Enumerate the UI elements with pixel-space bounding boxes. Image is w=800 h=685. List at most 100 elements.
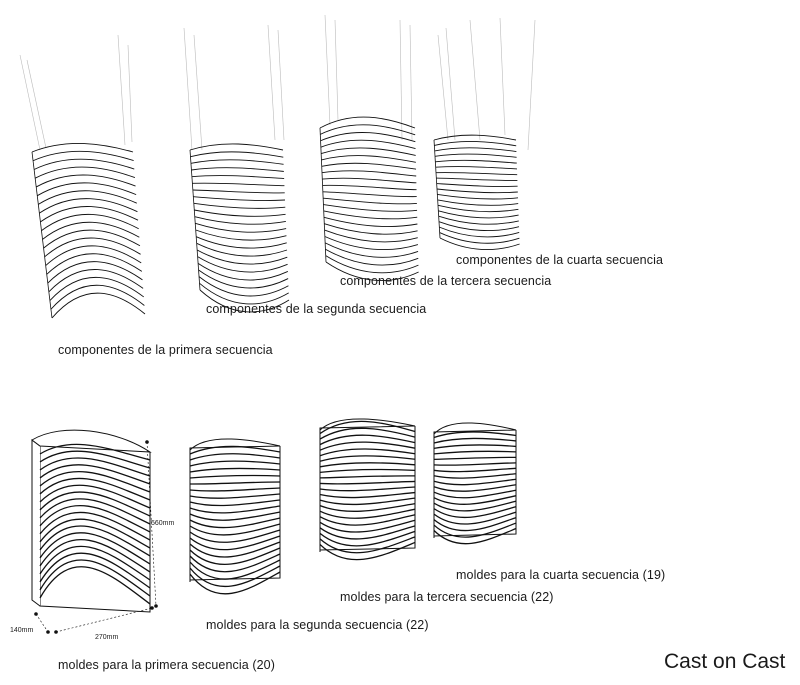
component-layer [323,197,417,205]
guide-line [437,34,449,141]
guide-line [193,34,203,151]
dimension-depth-line [35,613,49,633]
component-layer [438,221,520,232]
components-third-sequence [319,116,419,281]
component-layer [436,177,518,181]
component-layer [196,242,288,257]
component-layer [33,158,135,170]
component-layer [44,237,141,258]
guide-line [499,17,506,136]
mold-layer [319,491,416,499]
mold-side-face [31,439,41,607]
dimension-depth: 140mm [10,627,34,634]
mold-layer [433,462,517,466]
mold-layer [433,444,517,450]
guide-line [469,19,481,141]
project-title: Cast on Cast [664,650,786,673]
guide-line [183,27,193,151]
component-layer [437,204,519,213]
mold-layer [433,500,517,512]
component-layer [325,255,419,274]
component-layer [192,182,285,187]
mold-layer [319,525,416,540]
mold-layer [319,480,416,485]
mold-layer [189,460,281,467]
dimension-height: 560mm [151,520,175,527]
mold-layer [319,441,416,451]
component-layer [51,292,146,319]
component-layer [198,276,289,297]
mold-layer [433,495,517,505]
label-components-second: componentes de la segunda secuencia [206,302,427,316]
component-layer [322,177,417,184]
mold-layer [189,453,281,461]
mold-layer [39,471,151,493]
mold-layer [189,445,281,455]
component-layer [194,209,286,217]
mold-layer [319,427,416,440]
mold-layer [189,529,281,543]
mold-layer [189,541,281,558]
component-layer [322,191,417,198]
component-layer [198,269,289,289]
mold-layer [189,553,281,573]
component-layer [436,183,518,187]
mold-layer [433,506,517,519]
component-layer [191,167,284,172]
mold-layer [189,493,281,499]
mold-layer [39,450,151,469]
mold-layer [433,516,517,532]
mold-layer [189,487,281,492]
component-layer [321,170,417,177]
component-layer [190,151,284,158]
component-layer [439,232,520,244]
component-layer [319,116,416,129]
mold-layer [39,518,151,549]
components-group [31,116,520,319]
component-layer [437,199,519,206]
label-molds-third: moldes para la tercera secuencia (22) [340,590,554,604]
component-layer [438,210,519,219]
mold-layer [319,486,416,492]
mold-layer [39,566,151,605]
dimension-arrow [145,440,149,444]
component-layer [38,190,137,205]
component-layer [324,242,419,258]
mold-layer [433,522,517,538]
guide-line [334,19,339,121]
mold-layer [433,489,517,499]
component-layer [439,237,520,250]
mold-layer [433,484,517,492]
label-molds-second: moldes para la segunda secuencia (22) [206,618,429,632]
component-layer [189,143,284,151]
component-layer [323,210,418,220]
mold-layer [39,525,151,557]
component-layer [41,213,139,231]
component-layer [47,261,143,284]
guide-line [527,19,536,151]
mold-layer [433,467,517,473]
component-layer [43,229,141,249]
mold-layer [189,481,281,485]
component-layer [196,249,288,265]
component-layer [39,198,138,214]
mold-layer [433,473,517,479]
dimension-width: 270mm [95,634,119,641]
mold-layer [319,541,416,561]
component-layer [325,248,419,266]
mold-layer [39,464,151,485]
mold-layer [319,502,416,512]
guide-line [267,24,276,141]
mold-layer [319,434,416,446]
mold-layer [319,462,416,468]
dimension-arrow [46,630,50,634]
mold-layer [39,491,151,517]
component-layer [321,155,416,163]
component-layer [35,174,136,188]
component-layer [323,204,418,212]
molds-group [31,418,517,613]
mold-layer [39,545,151,581]
label-molds-fourth: moldes para la cuarta secuencia (19) [456,568,666,582]
component-layer [438,215,519,225]
mold-top [433,422,517,436]
